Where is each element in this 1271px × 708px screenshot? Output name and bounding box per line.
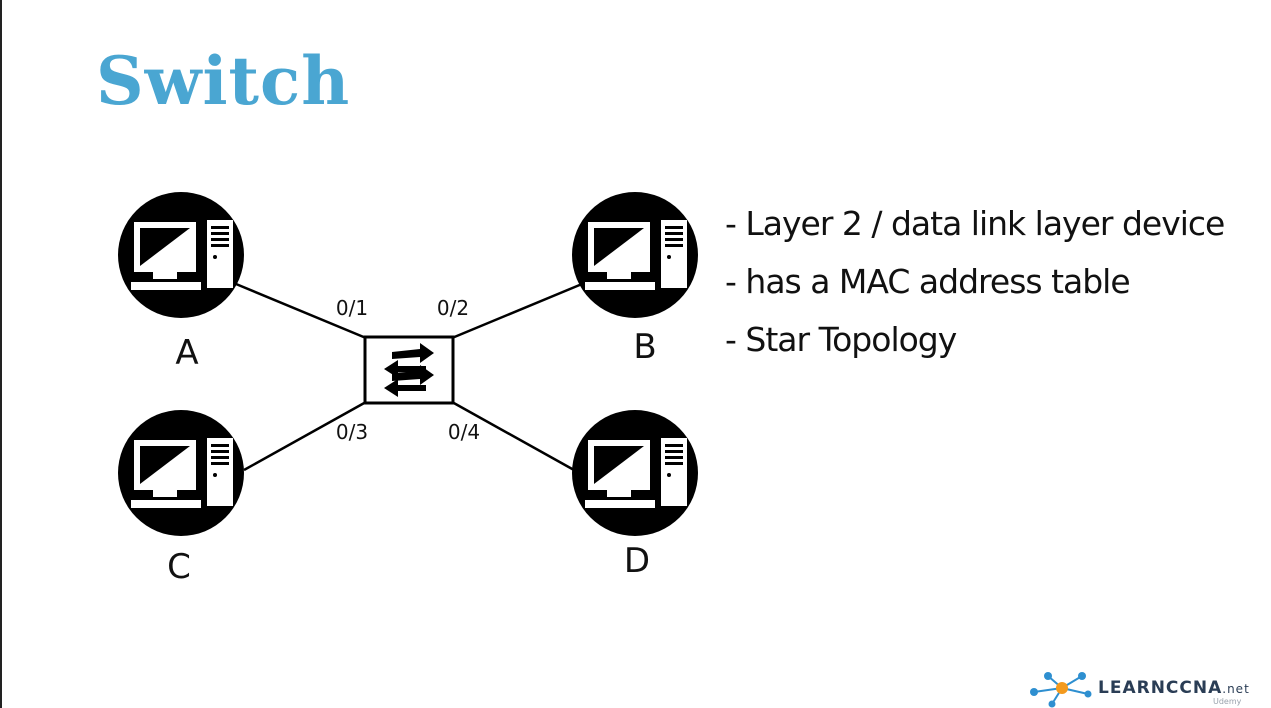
- node-label-a: A: [175, 333, 198, 373]
- brand-suffix: .net: [1222, 682, 1250, 696]
- link-b: [451, 282, 583, 340]
- brand-sub-label: Udemy: [1213, 697, 1242, 706]
- link-c: [243, 400, 367, 472]
- bullet-item: - has a MAC address table: [725, 262, 1131, 301]
- brand-logo-text: LEARNCCNA.net: [1098, 678, 1250, 698]
- bullet-list: - Layer 2 / data link layer device - has…: [725, 195, 1225, 369]
- link-a: [235, 282, 367, 340]
- slide-title: Switch: [96, 42, 351, 120]
- computer-c-icon: [118, 410, 244, 536]
- port-label-0-1: 0/1: [336, 296, 368, 320]
- computer-a-icon: [118, 192, 244, 318]
- port-label-0-4: 0/4: [448, 420, 480, 444]
- port-label-0-3: 0/3: [336, 420, 368, 444]
- link-d: [451, 400, 575, 472]
- network-molecule-icon: [1030, 672, 1092, 708]
- node-label-d: D: [624, 541, 650, 581]
- left-border: [0, 0, 2, 708]
- computer-d-icon: [572, 410, 698, 536]
- node-label-b: B: [633, 327, 656, 367]
- switch-icon: [363, 335, 455, 405]
- port-label-0-2: 0/2: [437, 296, 469, 320]
- node-label-c: C: [167, 547, 191, 587]
- computer-b-icon: [572, 192, 698, 318]
- bullet-item: - Layer 2 / data link layer device: [725, 204, 1225, 243]
- bullet-item: - Star Topology: [725, 320, 957, 359]
- brand-name: LEARNCCNA: [1098, 678, 1223, 698]
